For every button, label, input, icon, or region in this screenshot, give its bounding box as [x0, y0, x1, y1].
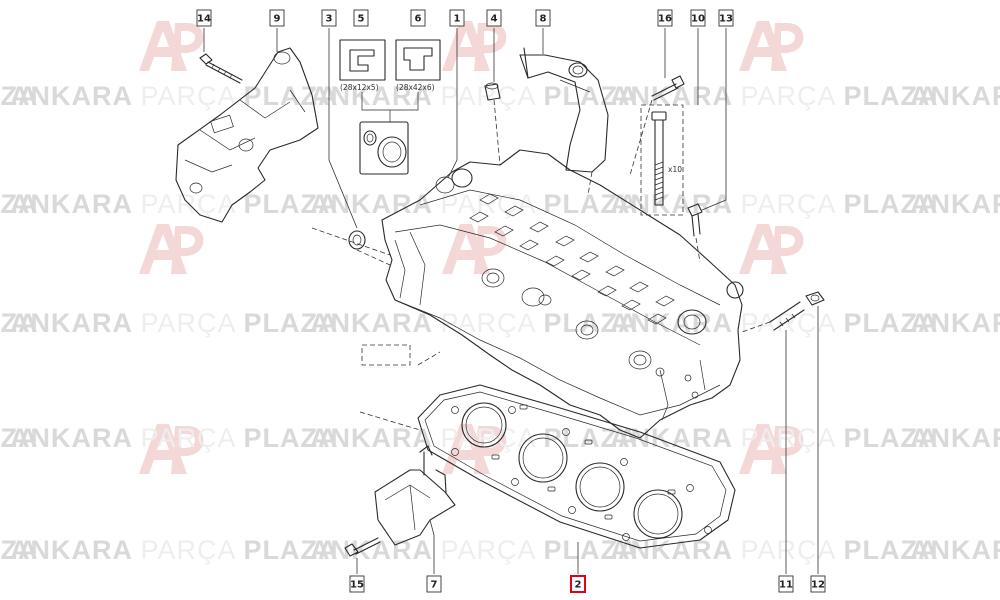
- watermark-text: ANKARA PARÇA PLAZA: [0, 308, 39, 338]
- watermark-text: ANKARA PARÇA PLAZA: [0, 189, 39, 219]
- callout-13: 13: [718, 9, 734, 27]
- watermark-text: ANKARA PARÇA PLAZA: [10, 308, 339, 338]
- valve-stem-seal: [484, 82, 501, 101]
- lower-bracket: [374, 445, 456, 546]
- cylinder-head: [381, 149, 744, 439]
- svg-text:6: 6: [415, 14, 422, 25]
- seal-dim-5: (28x12x5): [340, 83, 379, 92]
- watermark-logo: [139, 224, 204, 274]
- svg-text:13: 13: [719, 14, 733, 25]
- bolt-13: [687, 203, 703, 237]
- svg-text:5: 5: [358, 14, 365, 25]
- watermark-text: ANKARA PARÇA PLAZA: [0, 535, 39, 565]
- seal-inset: [339, 39, 441, 175]
- callout-3: 3: [321, 9, 337, 27]
- seal-dim-6: (28x42x6): [396, 83, 435, 92]
- watermark-text: ANKARA PARÇA PLAZA: [910, 423, 1000, 453]
- watermark-text: ANKARA PARÇA PLAZA: [310, 189, 639, 219]
- callout-8: 8: [535, 9, 551, 27]
- bolt-14: [199, 53, 243, 84]
- watermark-text: ANKARA PARÇA PLAZA: [610, 81, 939, 111]
- watermark-logo: [442, 424, 507, 474]
- watermark-text: ANKARA PARÇA PLAZA: [910, 81, 1000, 111]
- watermark-text: ANKARA PARÇA PLAZA: [910, 308, 1000, 338]
- watermark-logo: [739, 424, 804, 474]
- engine-bracket: [175, 47, 319, 223]
- watermark-text: ANKARA PARÇA PLAZA: [310, 423, 639, 453]
- svg-text:9: 9: [274, 14, 281, 25]
- watermark-logos: [139, 21, 804, 474]
- leader-lines: [203, 28, 819, 574]
- callout-6: 6: [410, 9, 426, 27]
- nut-12: [805, 291, 825, 306]
- svg-text:1: 1: [454, 14, 461, 25]
- watermark-logo: [739, 21, 804, 71]
- watermark-logo: [442, 224, 507, 274]
- watermark-text: ANKARA PARÇA PLAZA: [0, 81, 39, 111]
- watermark-logo: [739, 224, 804, 274]
- callout-16: 16: [657, 9, 673, 27]
- bolt-quantity: x10: [668, 165, 682, 174]
- watermark-text: ANKARA PARÇA PLAZA: [910, 189, 1000, 219]
- callout-5: 5: [353, 9, 369, 27]
- callout-1: 1: [449, 9, 465, 27]
- svg-text:11: 11: [779, 580, 793, 591]
- watermark-text: ANKARA PARÇA PLAZA: [10, 535, 339, 565]
- svg-text:4: 4: [491, 14, 498, 25]
- callout-4: 4: [486, 9, 502, 27]
- svg-text:12: 12: [811, 580, 825, 591]
- callout-7: 7: [426, 575, 442, 593]
- svg-text:7: 7: [431, 580, 438, 591]
- callout-11: 11: [778, 575, 794, 593]
- svg-text:14: 14: [197, 14, 211, 25]
- o-ring-3: [348, 230, 366, 250]
- watermark-text: ANKARA PARÇA PLAZA: [910, 535, 1000, 565]
- placeholder-box: [361, 344, 411, 366]
- svg-text:2: 2: [575, 580, 582, 591]
- bolt-16: [651, 75, 685, 101]
- bolt-15: [344, 537, 381, 557]
- head-gasket: [417, 384, 736, 549]
- lifting-bracket: [519, 47, 609, 173]
- svg-text:8: 8: [540, 14, 547, 25]
- watermark-text: ANKARA PARÇA PLAZA: [10, 423, 339, 453]
- watermark-logo: [442, 21, 507, 71]
- svg-text:10: 10: [691, 14, 705, 25]
- watermark-text: ANKARA PARÇA PLAZA: [10, 81, 339, 111]
- watermark-text: ANKARA PARÇA PLAZA: [610, 189, 939, 219]
- callout-12: 12: [810, 575, 826, 593]
- callout-9: 9: [269, 9, 285, 27]
- watermark-text: ANKARA PARÇA PLAZA: [10, 189, 339, 219]
- watermark-text: ANKARA PARÇA PLAZA: [310, 535, 639, 565]
- watermark-text: ANKARA PARÇA PLAZA: [610, 423, 939, 453]
- head-bolt: [640, 104, 684, 216]
- watermark-text: ANKARA PARÇA PLAZA: [310, 308, 639, 338]
- watermark-logo: [139, 424, 204, 474]
- watermark-text: ANKARA PARÇA PLAZA: [0, 423, 39, 453]
- watermark-logo: [139, 21, 204, 71]
- callout-10: 10: [690, 9, 706, 27]
- stud-11: [769, 301, 805, 331]
- callout-2: 2: [570, 575, 586, 593]
- watermark-text: ANKARA PARÇA PLAZA: [610, 535, 939, 565]
- svg-text:3: 3: [326, 14, 333, 25]
- svg-text:16: 16: [658, 14, 672, 25]
- svg-text:15: 15: [350, 580, 364, 591]
- watermark-text: ANKARA PARÇA PLAZA: [610, 308, 939, 338]
- callout-14: 14: [196, 9, 212, 27]
- callout-15: 15: [349, 575, 365, 593]
